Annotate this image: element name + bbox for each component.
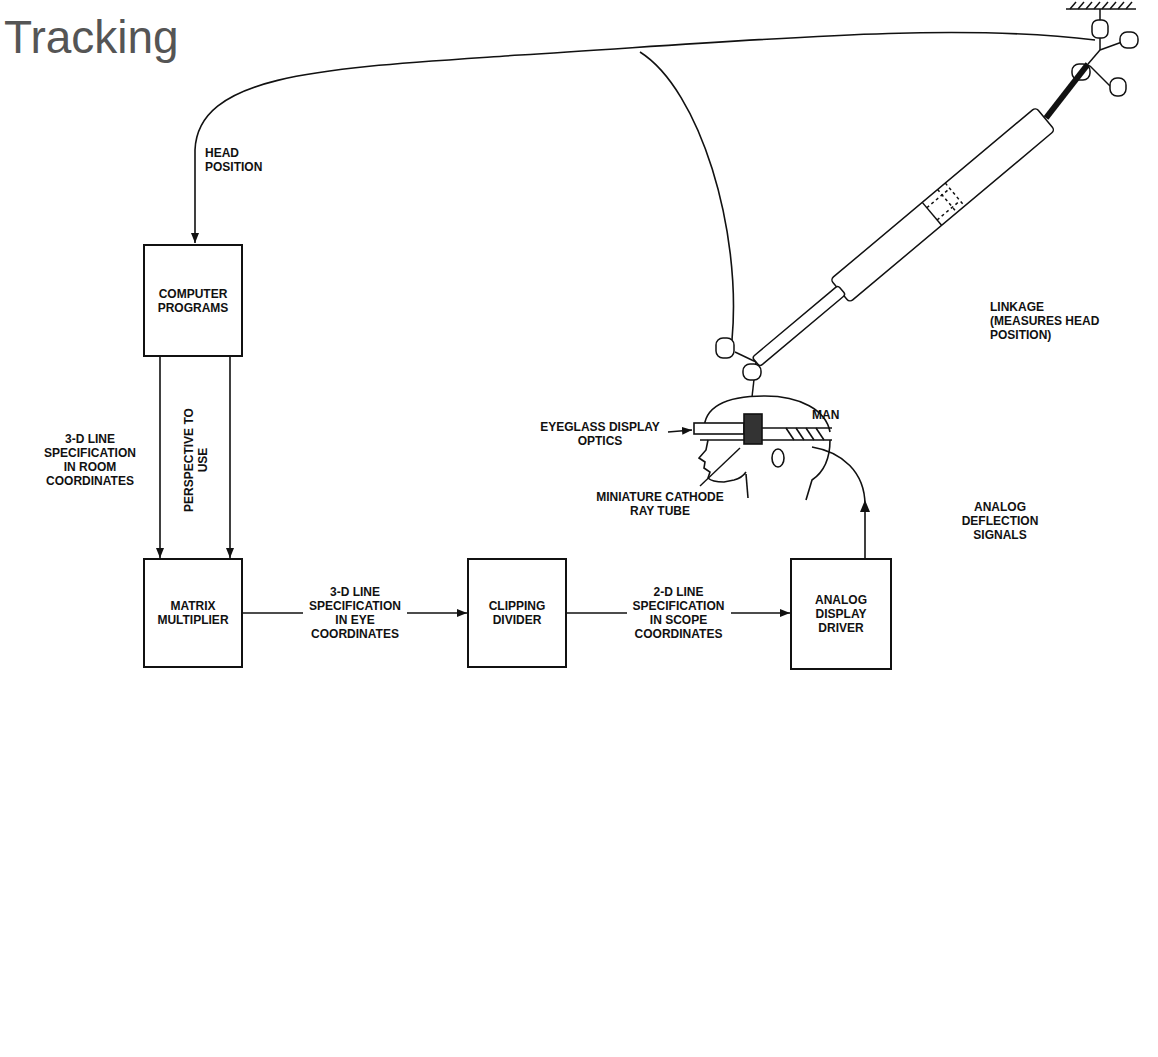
- annotation-label: EYEGLASS DISPLAY OPTICS: [535, 420, 665, 448]
- edge-label: 3-D LINE SPECIFICATION IN EYE COORDINATE…: [303, 583, 407, 643]
- linkage-tube: [752, 285, 846, 366]
- process-box: MATRIX MULTIPLIER: [143, 558, 243, 668]
- head-gimbals: [716, 338, 761, 397]
- box-label: ANALOG DISPLAY DRIVER: [799, 593, 883, 635]
- box-label: MATRIX MULTIPLIER: [151, 599, 235, 627]
- helmet-cable: [640, 52, 733, 340]
- deflection-wire: [812, 447, 865, 558]
- process-box: CLIPPING DIVIDER: [467, 558, 567, 668]
- box-label: CLIPPING DIVIDER: [475, 599, 559, 627]
- annotation-label: ANALOG DEFLECTION SIGNALS: [948, 500, 1052, 542]
- process-box: COMPUTER PROGRAMS: [143, 244, 243, 357]
- annotation-label: MINIATURE CATHODE RAY TUBE: [590, 490, 730, 518]
- man-head: [694, 396, 832, 500]
- edge-label: PERSPECTIVE TO USE: [182, 405, 210, 515]
- annotation-label: HEAD POSITION: [205, 146, 269, 174]
- optics-leader: [668, 430, 692, 432]
- annotation-label: MAN: [812, 408, 852, 422]
- deflection-arrowhead: [860, 500, 870, 512]
- edge-label: 2-D LINE SPECIFICATION IN SCOPE COORDINA…: [627, 583, 731, 643]
- box-label: COMPUTER PROGRAMS: [151, 287, 235, 315]
- ceiling-mount: [1066, 2, 1136, 20]
- flow-arrow: [159, 357, 161, 558]
- annotation-label: LINKAGE (MEASURES HEAD POSITION): [990, 300, 1115, 342]
- slide-title: Tracking: [4, 10, 179, 64]
- process-box: ANALOG DISPLAY DRIVER: [790, 558, 892, 670]
- head-position-wire: [195, 32, 1095, 243]
- crt-leader: [700, 448, 740, 486]
- flow-arrow: [229, 357, 231, 558]
- upper-gimbals: [1046, 20, 1138, 118]
- edge-label: 3-D LINE SPECIFICATION IN ROOM COORDINAT…: [38, 432, 142, 488]
- linkage-cylinder: [830, 107, 1055, 302]
